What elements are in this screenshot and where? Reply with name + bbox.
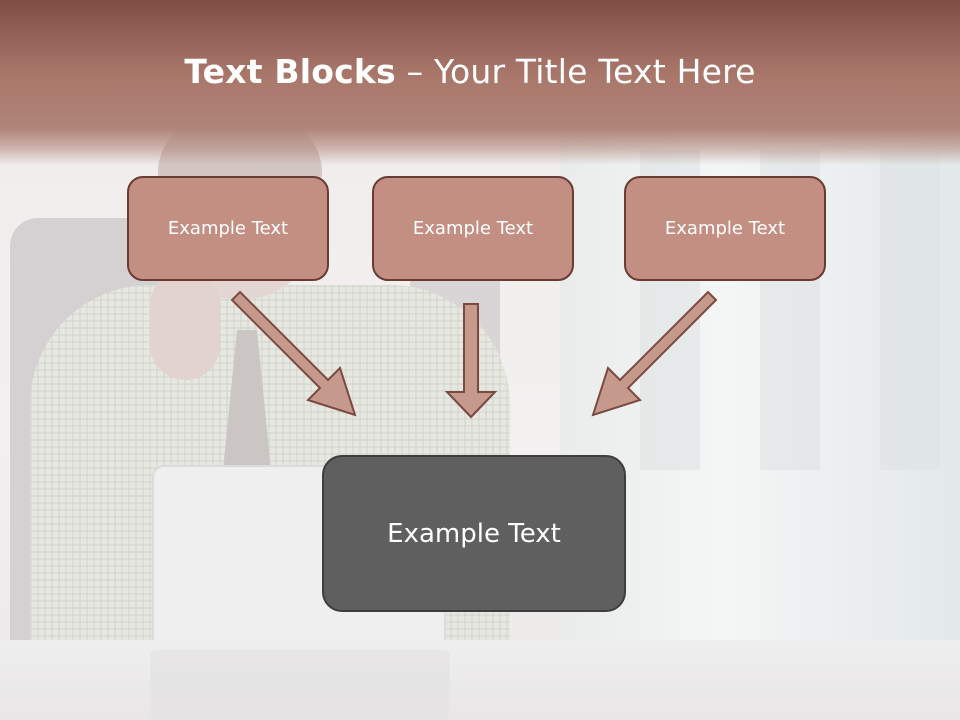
- text-block-3[interactable]: Example Text: [624, 176, 826, 281]
- slide-title-dash: –: [395, 52, 434, 91]
- arrow-right-diagonal: [591, 290, 718, 417]
- title-band: [0, 0, 960, 165]
- background-window-pane: [880, 150, 940, 470]
- background-desk-reflection: [150, 650, 450, 720]
- text-block-2-label: Example Text: [412, 218, 534, 239]
- target-block-label: Example Text: [387, 518, 561, 549]
- text-block-3-label: Example Text: [664, 218, 786, 239]
- text-block-1-label: Example Text: [167, 218, 289, 239]
- slide-title-bold: Text Blocks: [184, 52, 396, 91]
- background-person-hand: [150, 270, 220, 380]
- text-block-1[interactable]: Example Text: [127, 176, 329, 281]
- target-block[interactable]: Example Text: [322, 455, 626, 612]
- text-block-2[interactable]: Example Text: [372, 176, 574, 281]
- arrow-left-diagonal: [230, 290, 357, 417]
- arrow-center-down: [444, 303, 498, 419]
- slide-title-rest: Your Title Text Here: [433, 52, 756, 91]
- slide-title: Text Blocks – Your Title Text Here: [0, 52, 940, 91]
